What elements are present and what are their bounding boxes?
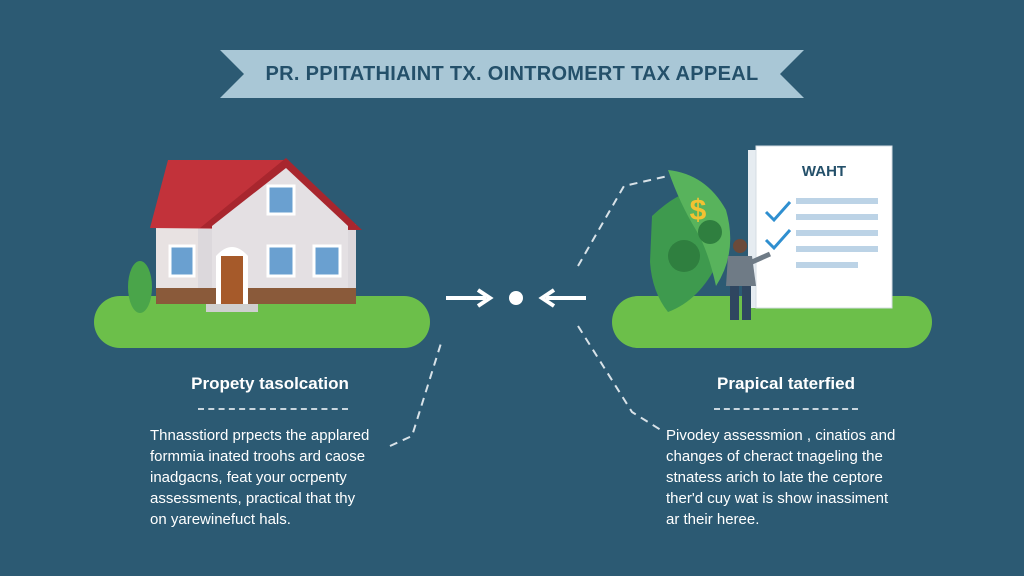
ribbon-shape (220, 50, 804, 98)
dashed-connector-left (389, 339, 443, 447)
right-panel-line: Pivodey assessmion , cinatios and (666, 427, 896, 444)
left-panel-line: formmia inated troohs ard caose (150, 448, 366, 465)
left-panel-line: Thnasstiord prpects the applared (150, 427, 370, 444)
title-banner: PR. PPITATHIAINT TX. OINTROMERT TAX APPE… (220, 46, 804, 102)
document-icon (748, 145, 893, 309)
bush-icon (128, 261, 152, 313)
right-panel-divider (714, 408, 858, 410)
left-panel-body: Thnasstiord prpects the applared formmia… (150, 425, 369, 530)
arrow-left-icon (538, 288, 586, 308)
banner-title: PR. PPITATHIAINT TX. OINTROMERT TAX APPE… (265, 62, 759, 85)
money-icon (650, 170, 731, 312)
right-panel-line: stnatess arich to late the ceptore (666, 469, 883, 486)
left-ground (94, 296, 430, 348)
dashed-connector-top (577, 175, 669, 267)
arrow-right-icon (446, 288, 494, 308)
dashed-connector-bottom (577, 325, 665, 433)
right-panel-line: changes of cheract tnageling the (666, 448, 883, 465)
right-panel-body: Pivodey assessmion , cinatios and change… (666, 425, 895, 530)
left-panel-line: on yarewinefuct hals. (150, 511, 291, 528)
right-panel-line: ther'd cuy wat is show inassiment (666, 490, 889, 507)
house-icon (150, 158, 362, 312)
document-heading: WAHT (802, 163, 846, 180)
dollar-sign-icon: $ (690, 194, 707, 227)
right-panel-title: Prapical taterfied (717, 374, 855, 393)
check-icon (764, 229, 792, 251)
left-panel-divider (198, 408, 348, 410)
right-panel-line: ar their heree. (666, 511, 760, 528)
person-icon (726, 239, 772, 320)
left-panel-title: Propety tasolcation (191, 374, 349, 393)
check-icon (764, 201, 792, 223)
right-ground (612, 296, 932, 348)
center-dot-icon (509, 291, 523, 305)
left-panel-line: inadgacns, feat your ocrpenty (150, 469, 347, 486)
left-panel-line: assessments, practical that thy (150, 490, 356, 507)
